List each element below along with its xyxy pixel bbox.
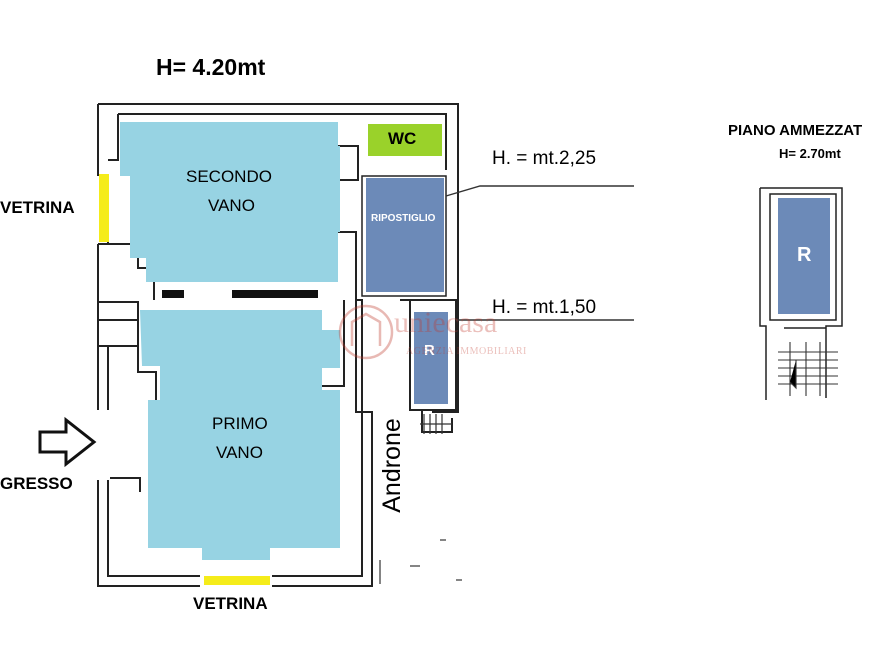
vetrina-bottom-label: VETRINA — [193, 594, 268, 613]
wall-ripostiglio — [361, 175, 447, 297]
stairs-mezzanine — [778, 342, 838, 396]
watermark-brand: uniecasa — [394, 306, 498, 339]
height-label-wc-area: H. = mt.2,25 — [492, 148, 597, 169]
room-label-secondo-line2: VANO — [208, 196, 255, 215]
room-label-primo-line2: VANO — [216, 443, 263, 462]
vetrina-bottom-window — [204, 576, 270, 585]
height-label-r-area: H. = mt.1,50 — [492, 297, 597, 318]
watermark-logo — [338, 304, 394, 360]
room-label-primo-line1: PRIMO — [212, 414, 268, 433]
passage-bar-left — [162, 290, 184, 298]
room-label-ripostiglio: RIPOSTIGLIO — [371, 213, 436, 224]
room-r-small — [414, 312, 448, 404]
mezzanine-height: H= 2.70mt — [779, 146, 841, 161]
vetrina-left-label: VETRINA — [0, 198, 75, 217]
main-height-label: H= 4.20mt — [156, 54, 266, 80]
walls-mezzanine — [759, 187, 843, 400]
room-wc — [368, 124, 442, 156]
ingresso-label: GRESSO — [0, 474, 73, 493]
vetrina-left-window — [99, 174, 109, 242]
room-label-r-small: R — [424, 342, 435, 359]
entrance-arrow-icon — [38, 416, 97, 468]
stairs-main — [379, 414, 462, 584]
height-leaders — [445, 185, 634, 321]
androne-label: Androne — [377, 418, 406, 513]
room-r-mezzanine — [778, 198, 830, 314]
mezzanine-title: PIANO AMMEZZAT — [728, 122, 863, 139]
room-secondo-vano — [120, 122, 340, 282]
room-label-wc: WC — [388, 129, 417, 148]
walls-main — [97, 103, 459, 587]
passage-bar-right — [232, 290, 318, 298]
room-primo-vano — [140, 310, 340, 560]
room-label-r-mezzanine: R — [797, 244, 812, 266]
room-ripostiglio — [366, 178, 444, 292]
room-label-secondo-line1: SECONDO — [186, 167, 272, 186]
watermark-sub: AGENZIA IMMOBILIARI — [406, 346, 527, 357]
